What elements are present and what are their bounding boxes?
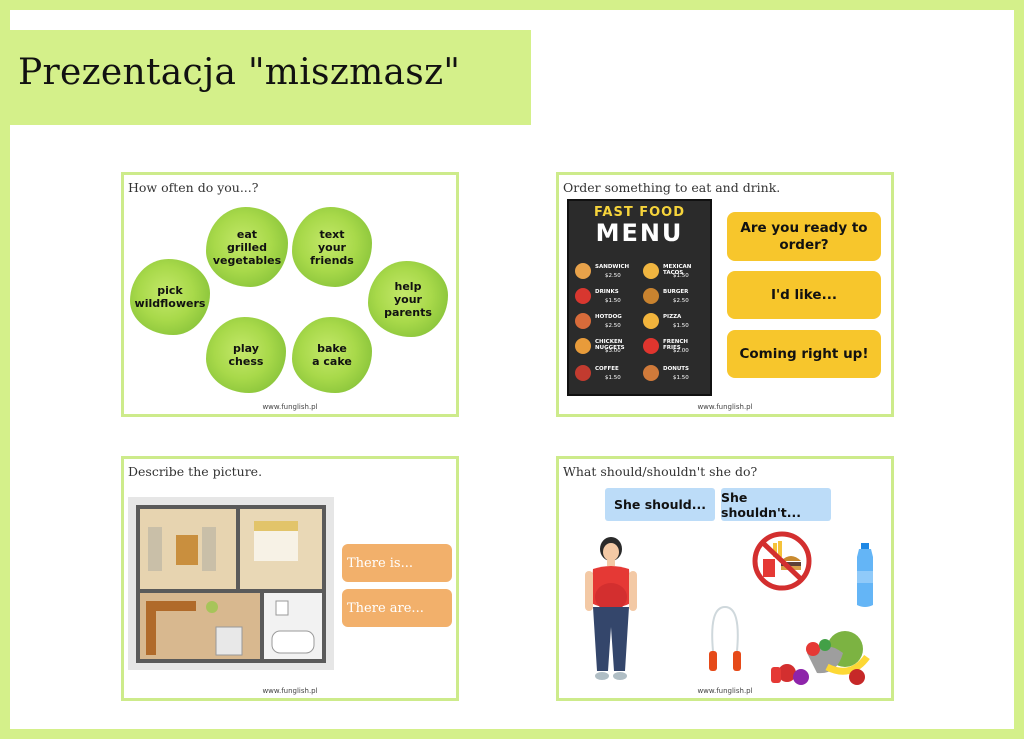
sandwich-icon: [575, 263, 591, 279]
phrase-card-there-are[interactable]: There are...: [342, 589, 452, 627]
fast-food-menu-image: FAST FOOD MENU SANDWICH$2.50 MEXICAN TAC…: [567, 199, 712, 396]
menu-item: DONUTS$1.50: [643, 363, 707, 385]
hotdog-icon: [575, 313, 591, 329]
slide-footer: www.funglish.pl: [697, 687, 753, 695]
activity-blob[interactable]: play chess: [206, 317, 286, 393]
burger-icon: [643, 288, 659, 304]
activity-blob[interactable]: pick wildflowers: [130, 259, 210, 335]
no-fast-food-icon: [752, 531, 812, 591]
activity-blob[interactable]: bake a cake: [292, 317, 372, 393]
taco-icon: [643, 263, 659, 279]
menu-item: CHICKEN NUGGETS$3.00: [575, 336, 639, 358]
slide-should-shouldnt[interactable]: What should/shouldn't she do? She should…: [556, 456, 894, 701]
jump-rope-icon: [709, 605, 741, 671]
slide-footer: www.funglish.pl: [262, 403, 318, 411]
apartment-floorplan-image: [128, 497, 334, 670]
page-title: Prezentacja "miszmasz": [18, 52, 461, 93]
menu-item: COFFEE$1.50: [575, 363, 639, 385]
phrase-card-she-should[interactable]: She should...: [605, 488, 715, 521]
coffee-icon: [575, 365, 591, 381]
menu-item: HOTDOG$2.50: [575, 311, 639, 333]
activity-blob[interactable]: eat grilled vegetables: [206, 207, 288, 287]
pizza-icon: [643, 313, 659, 329]
slide-how-often[interactable]: How often do you...? pick wildflowers ea…: [121, 172, 459, 417]
slide-footer: www.funglish.pl: [697, 403, 753, 411]
woman-illustration-icon: [585, 537, 637, 680]
phrase-card-id-like[interactable]: I'd like...: [727, 271, 881, 319]
fries-icon: [643, 338, 659, 354]
fruit-vegetables-icon: [771, 631, 870, 685]
title-banner: Prezentacja "miszmasz": [10, 30, 531, 125]
nuggets-icon: [575, 338, 591, 354]
phrase-card-she-shouldnt[interactable]: She shouldn't...: [721, 488, 831, 521]
slide-title: How often do you...?: [128, 180, 259, 195]
menu-heading-top: FAST FOOD: [594, 205, 685, 220]
water-bottle-icon: [857, 543, 873, 607]
activity-blob[interactable]: text your friends: [292, 207, 372, 287]
phrase-card-ready-to-order[interactable]: Are you ready to order?: [727, 212, 881, 261]
menu-item: DRINKS$1.50: [575, 286, 639, 308]
slide-title: Order something to eat and drink.: [563, 180, 781, 195]
slide-describe-picture[interactable]: Describe the picture. There is... There …: [121, 456, 459, 701]
menu-item: MEXICAN TACOS$1.50: [643, 261, 707, 283]
menu-item: BURGER$2.50: [643, 286, 707, 308]
phrase-card-there-is[interactable]: There is...: [342, 544, 452, 582]
phrase-card-coming-right-up[interactable]: Coming right up!: [727, 330, 881, 378]
menu-item: PIZZA$1.50: [643, 311, 707, 333]
menu-item: SANDWICH$2.50: [575, 261, 639, 283]
slide-order-food[interactable]: Order something to eat and drink. FAST F…: [556, 172, 894, 417]
menu-heading-main: MENU: [595, 219, 684, 247]
activity-blob[interactable]: help your parents: [368, 261, 448, 337]
donut-icon: [643, 365, 659, 381]
floorplan-icon: [136, 505, 326, 663]
menu-item: FRENCH FRIES$2.00: [643, 336, 707, 358]
drink-icon: [575, 288, 591, 304]
slide-footer: www.funglish.pl: [262, 687, 318, 695]
slide-title: What should/shouldn't she do?: [563, 464, 758, 479]
slide-title: Describe the picture.: [128, 464, 263, 479]
